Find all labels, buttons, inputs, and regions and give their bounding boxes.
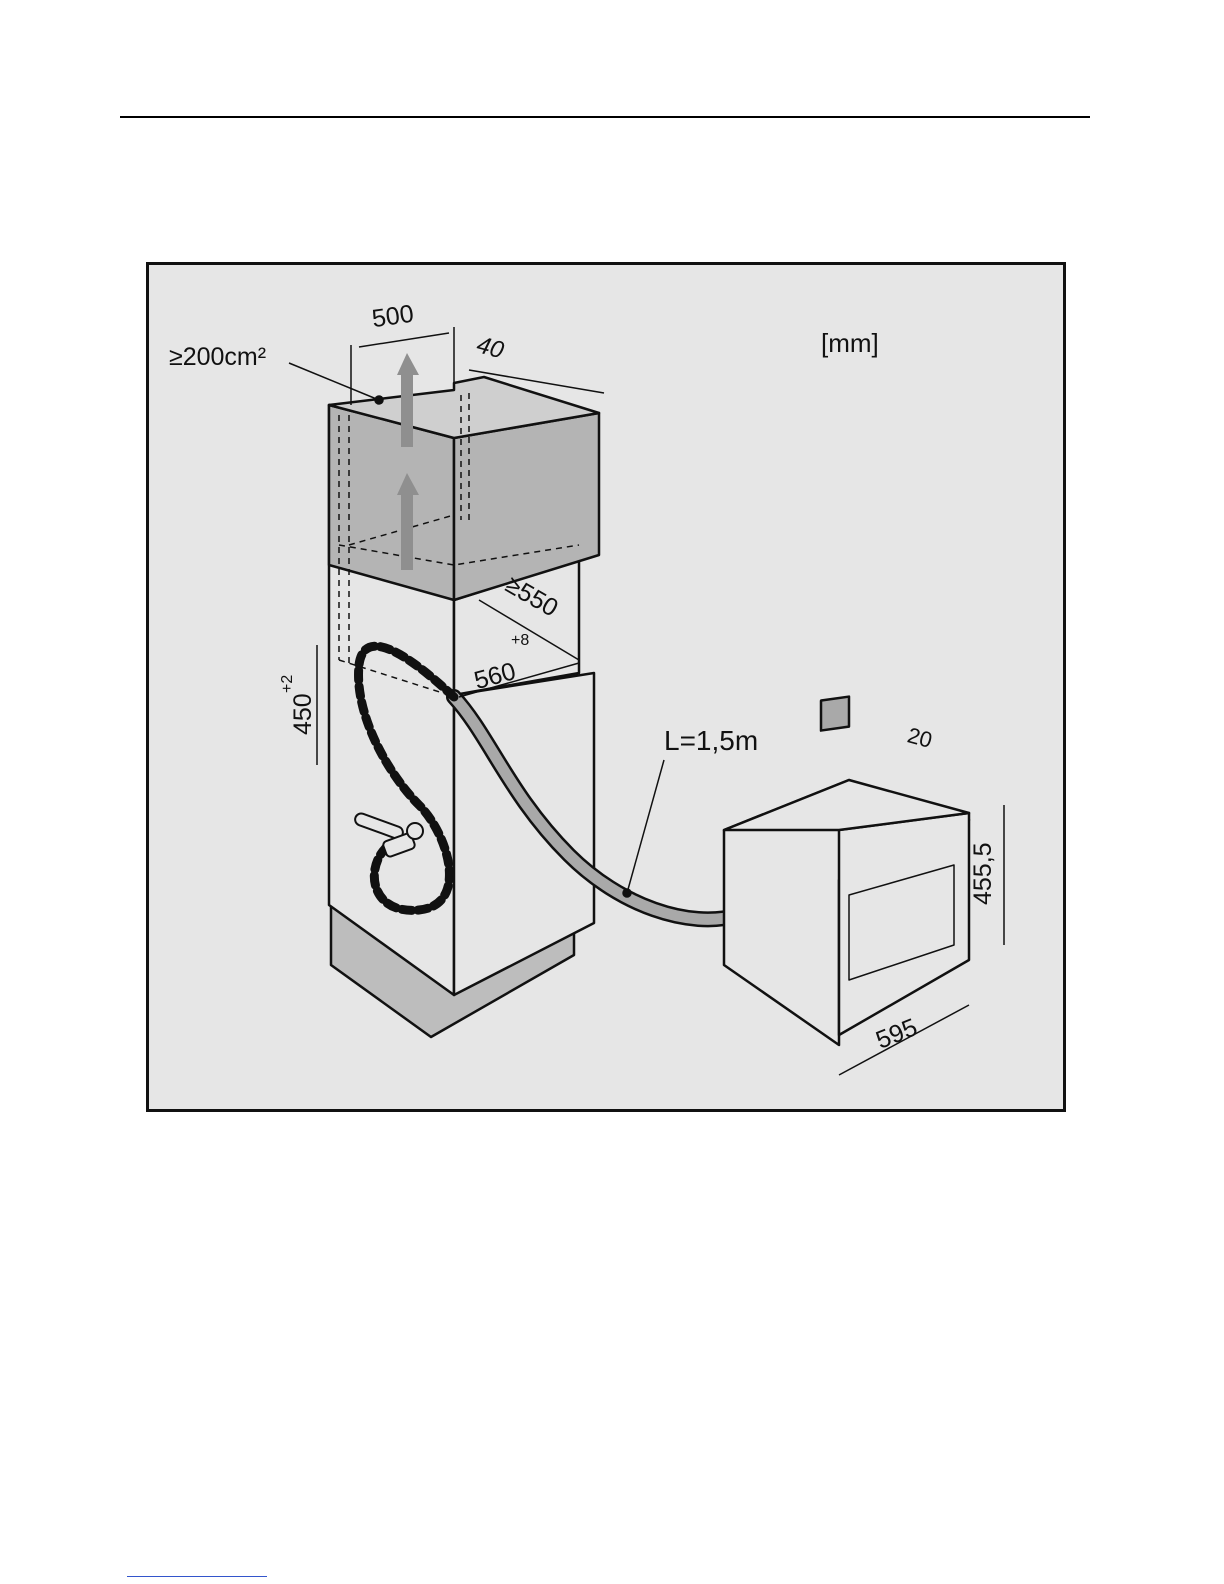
appliance-connector-plate — [821, 697, 849, 731]
niche-width-label: 500 — [370, 300, 415, 334]
installation-diagram-frame: [mm] ≥200cm² 500 40 ≥550 560 +8 450 +2 L… — [146, 262, 1066, 1112]
appliance-height-label: 455,5 — [969, 842, 997, 905]
header-rule — [120, 116, 1090, 118]
niche-width-tolerance-label: +8 — [511, 632, 529, 649]
ventilation-area-label: ≥200cm² — [169, 343, 266, 371]
front-panel-depth-label: 20 — [905, 722, 935, 752]
footer-link-underline — [127, 1576, 267, 1577]
hose-length-label: L=1,5m — [664, 725, 758, 756]
niche-height-tolerance-label: +2 — [279, 675, 296, 693]
installation-diagram: [mm] ≥200cm² 500 40 ≥550 560 +8 450 +2 L… — [149, 265, 1063, 1109]
niche-height-label: 450 — [289, 693, 317, 735]
appliance-width-label: 595 — [872, 1013, 921, 1055]
rear-gap-label: 40 — [474, 331, 507, 364]
built-in-appliance — [724, 697, 969, 1045]
units-label: [mm] — [821, 328, 879, 358]
